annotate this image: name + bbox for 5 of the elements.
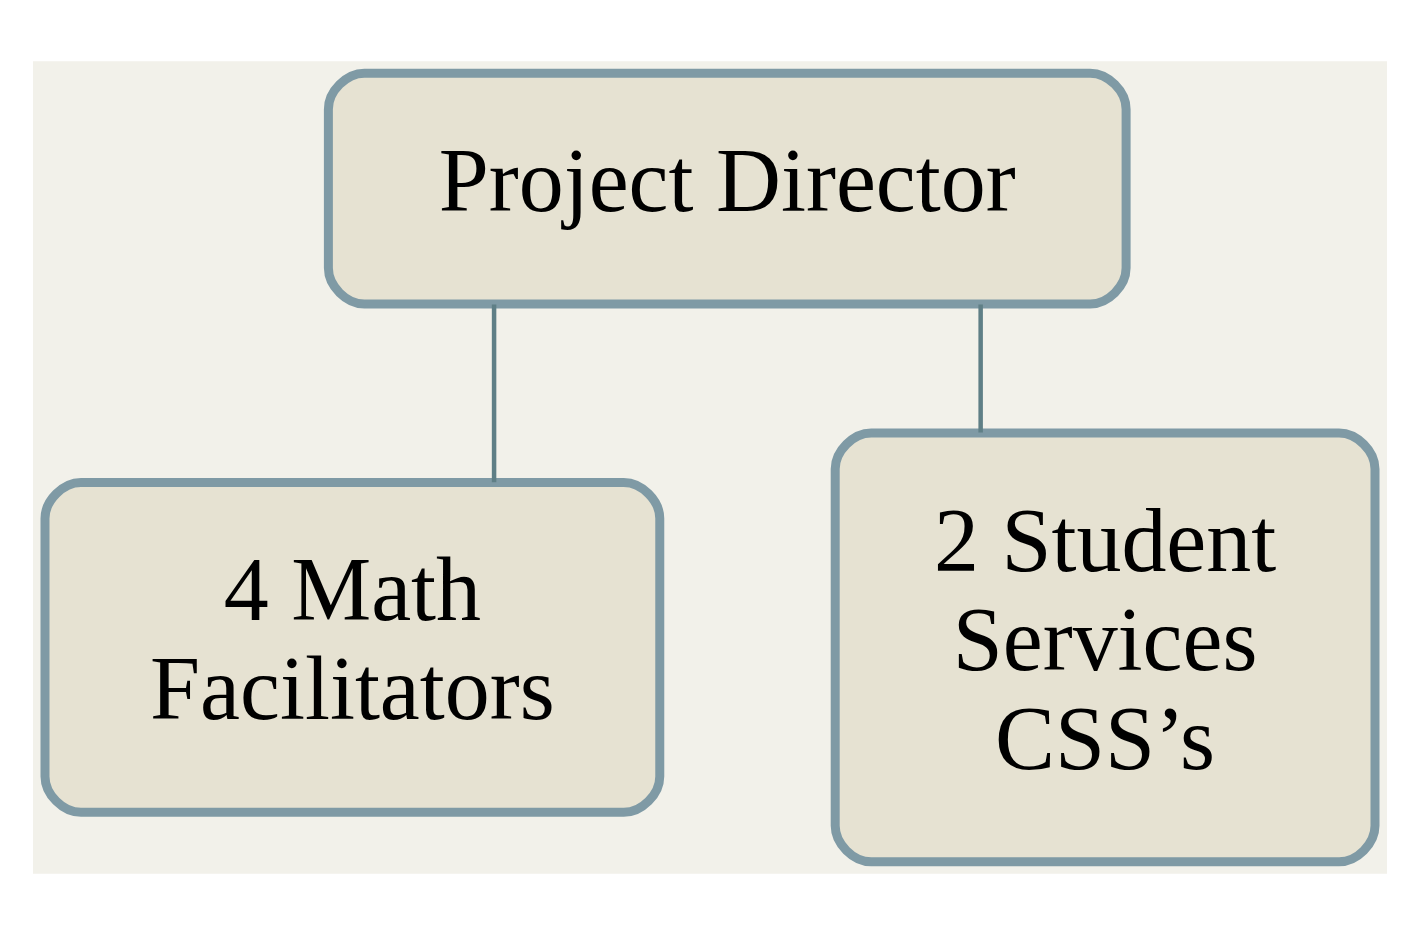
node-box: 4 Math Facilitators [40, 478, 665, 817]
node-box: 2 Student Services CSS’s [830, 428, 1380, 867]
connector [491, 304, 497, 483]
connector [978, 304, 983, 433]
node-box: Project Director [323, 68, 1131, 309]
